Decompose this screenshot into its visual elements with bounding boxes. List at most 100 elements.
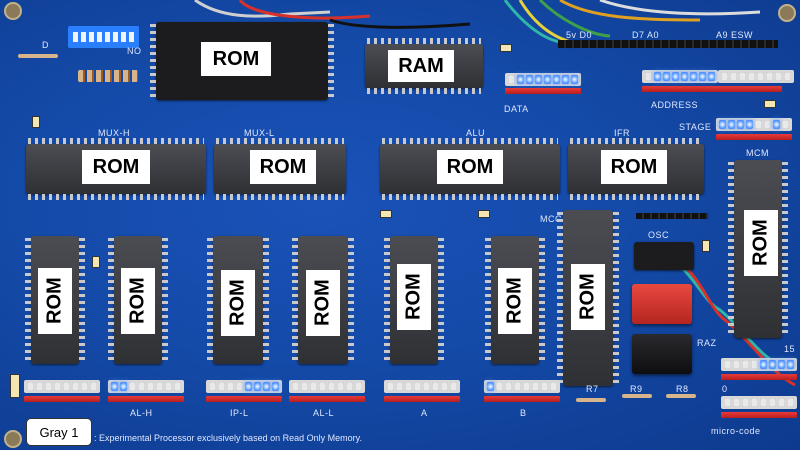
rom-bottom-5-label: ROM — [397, 264, 431, 330]
silk-a: A — [421, 408, 428, 418]
capacitor — [500, 44, 512, 52]
led-off — [532, 382, 539, 391]
led-on — [719, 120, 726, 129]
reset-button-red[interactable] — [632, 284, 692, 324]
led-on — [690, 72, 697, 81]
led-on — [544, 75, 551, 84]
led-on — [737, 120, 744, 129]
silk-mux-l: MUX-L — [244, 128, 275, 138]
rom-bottom-3-label: ROM — [221, 270, 255, 336]
dip-switch[interactable] — [68, 26, 139, 48]
led-off — [760, 398, 767, 407]
resistor-bar — [716, 134, 792, 140]
led-off — [730, 72, 737, 81]
led-off — [328, 382, 335, 391]
capacitor — [32, 116, 40, 128]
resistor-bar — [24, 396, 100, 402]
capacitor — [478, 210, 490, 218]
silk-15: 15 — [784, 344, 796, 354]
resistor-bar — [484, 396, 560, 402]
silk-ifr: IFR — [614, 128, 630, 138]
led-off — [72, 382, 79, 391]
led-on — [263, 382, 270, 391]
led-off — [778, 398, 785, 407]
led-on — [699, 72, 706, 81]
resistor-bar — [108, 396, 184, 402]
led-bar-b — [484, 380, 560, 393]
led-off — [236, 382, 243, 391]
board-sticker: Gray 1 — [26, 418, 92, 446]
led-on — [517, 75, 524, 84]
silk-r8: R8 — [676, 384, 689, 394]
silk-mux-h: MUX-H — [98, 128, 130, 138]
rom-bottom-2-label: ROM — [121, 268, 155, 334]
rom-top-label: ROM — [201, 42, 271, 76]
led-off — [310, 382, 317, 391]
silk-0: 0 — [722, 384, 728, 394]
led-off — [138, 382, 145, 391]
ram-label: RAM — [388, 50, 454, 82]
capacitor — [702, 240, 710, 252]
silk-ip-l: IP-L — [230, 408, 249, 418]
led-on — [120, 382, 127, 391]
board-caption: : Experimental Processor exclusively bas… — [94, 433, 362, 443]
led-on — [487, 382, 494, 391]
led-off — [405, 382, 412, 391]
led-off — [755, 120, 762, 129]
raz-button[interactable] — [632, 334, 692, 374]
silk-mcm: MCM — [746, 148, 769, 158]
led-off — [227, 382, 234, 391]
led-on — [728, 120, 735, 129]
silk-al-l: AL-L — [313, 408, 335, 418]
rom-bottom-6-label: ROM — [498, 268, 532, 334]
silk-r7: R7 — [586, 384, 599, 394]
led-off — [45, 382, 52, 391]
rom-alu-label: ROM — [437, 150, 503, 184]
silk-al-h: AL-H — [130, 408, 153, 418]
led-bar-data — [505, 73, 581, 86]
led-off — [156, 382, 163, 391]
led-off — [766, 72, 773, 81]
led-off — [165, 382, 172, 391]
led-off — [775, 72, 782, 81]
led-off — [764, 120, 771, 129]
led-off — [787, 398, 794, 407]
resistor-bar — [206, 396, 282, 402]
led-off — [81, 382, 88, 391]
led-off — [724, 398, 731, 407]
led-on — [778, 360, 785, 369]
resistor-r7 — [576, 398, 606, 402]
resistor-r8 — [666, 394, 696, 398]
osc-socket — [634, 242, 694, 270]
led-off — [550, 382, 557, 391]
led-off — [742, 398, 749, 407]
mounting-hole — [778, 4, 796, 22]
led-on — [773, 120, 780, 129]
led-off — [733, 398, 740, 407]
led-off — [751, 398, 758, 407]
led-bar-stage — [716, 118, 792, 131]
led-off — [748, 72, 755, 81]
silk-d: D — [42, 40, 49, 50]
led-on — [272, 382, 279, 391]
led-on — [254, 382, 261, 391]
led-off — [292, 382, 299, 391]
silk-header-left: 5v D0 — [566, 30, 593, 40]
led-on — [672, 72, 679, 81]
silk-address: ADDRESS — [651, 100, 699, 110]
led-off — [523, 382, 530, 391]
led-off — [63, 382, 70, 391]
led-on — [654, 72, 661, 81]
rom-mcc-label: ROM — [571, 264, 605, 330]
led-on — [681, 72, 688, 81]
led-off — [784, 72, 791, 81]
resistor-bar — [721, 412, 797, 418]
resistor-bar — [642, 86, 782, 92]
led-off — [450, 382, 457, 391]
led-on — [535, 75, 542, 84]
led-off — [733, 360, 740, 369]
rom-mux-h-label: ROM — [82, 150, 150, 184]
led-off — [432, 382, 439, 391]
led-off — [751, 360, 758, 369]
led-on — [787, 360, 794, 369]
